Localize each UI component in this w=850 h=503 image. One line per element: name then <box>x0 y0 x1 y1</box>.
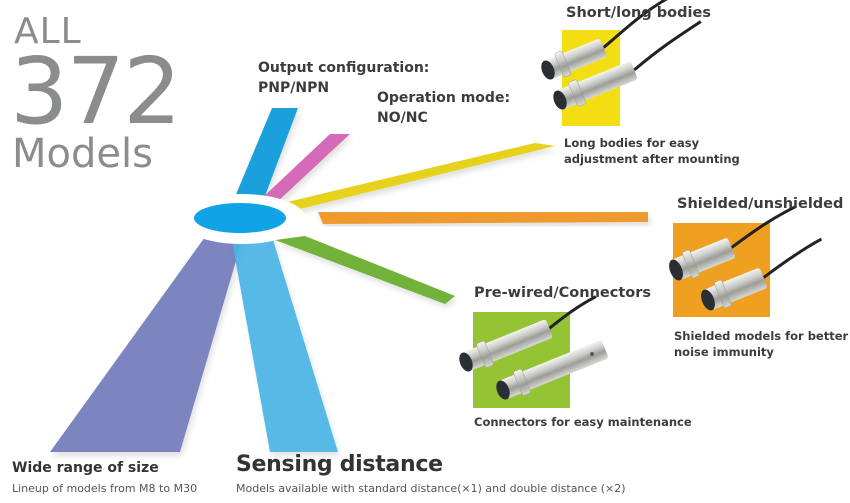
sensing-distance-subtitle: Models available with standard distance(… <box>236 482 626 495</box>
shielded-title: Shielded/unshielded <box>677 196 844 212</box>
short-long-caption: Long bodies for easy adjustment after mo… <box>564 135 740 167</box>
sensing-distance-title: Sensing distance <box>236 452 443 477</box>
product-image-prewired <box>459 295 608 408</box>
beam-operation-mode <box>260 134 350 204</box>
operation-mode-title: Operation mode: <box>377 90 511 106</box>
hub-ellipse <box>194 203 286 233</box>
product-image-shielded <box>669 205 823 317</box>
size-title: Wide range of size <box>12 460 159 476</box>
short-long-caption-line1: Long bodies for easy <box>564 136 700 150</box>
operation-mode-label: Operation mode: NO/NC <box>377 88 510 128</box>
hero-all-label: ALL <box>14 11 82 52</box>
beam-wide-range-of-size <box>50 230 245 452</box>
beam-sensing-distance <box>230 230 338 452</box>
hero-models-label: Models <box>12 131 153 177</box>
shielded-caption-line2: noise immunity <box>674 345 774 359</box>
beam-short-long-bodies <box>283 143 555 210</box>
prewired-caption: Connectors for easy maintenance <box>474 415 692 429</box>
beam-shielded-unshielded <box>318 212 648 224</box>
beam-output-configuration <box>232 108 298 204</box>
output-configuration-value: PNP/NPN <box>258 80 330 96</box>
short-long-caption-line2: adjustment after mounting <box>564 152 740 166</box>
operation-mode-value: NO/NC <box>377 110 428 126</box>
prewired-title: Pre-wired/Connectors <box>474 285 652 301</box>
beam-pre-wired-connectors <box>275 236 455 304</box>
short-long-title: Short/long bodies <box>566 5 711 21</box>
output-configuration-title: Output configuration: <box>258 60 430 76</box>
shielded-caption: Shielded models for better noise immunit… <box>674 328 848 360</box>
size-subtitle: Lineup of models from M8 to M30 <box>12 482 198 495</box>
shielded-caption-line1: Shielded models for better <box>674 329 849 343</box>
product-image-short-long <box>541 0 702 126</box>
output-configuration-label: Output configuration: PNP/NPN <box>258 58 429 98</box>
hero-model-count: 372 <box>10 38 182 145</box>
